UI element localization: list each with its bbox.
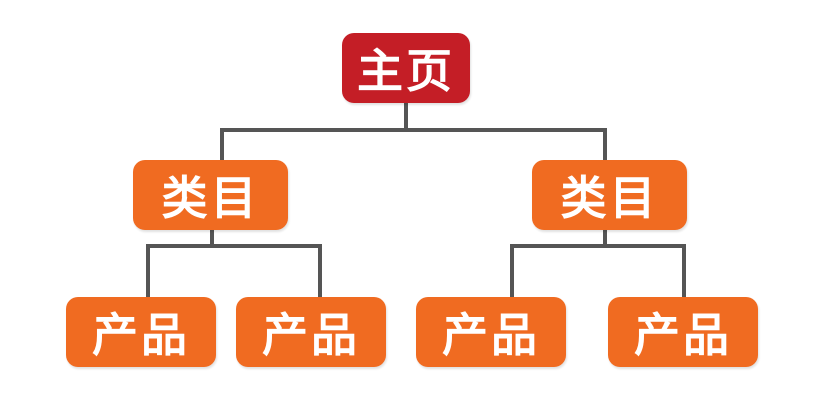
connector-root-to-categories: [220, 101, 607, 162]
product-node-3: 产品: [416, 297, 566, 367]
product-node-1: 产品: [66, 297, 216, 367]
connector-category-right-to-products: [510, 228, 686, 299]
category-node-right: 类目: [532, 160, 687, 230]
category-node-left: 类目: [133, 160, 288, 230]
root-node-home: 主页: [342, 33, 470, 103]
connector-category-left-to-products: [146, 228, 322, 299]
product-node-2: 产品: [236, 297, 386, 367]
product-node-4: 产品: [608, 297, 758, 367]
